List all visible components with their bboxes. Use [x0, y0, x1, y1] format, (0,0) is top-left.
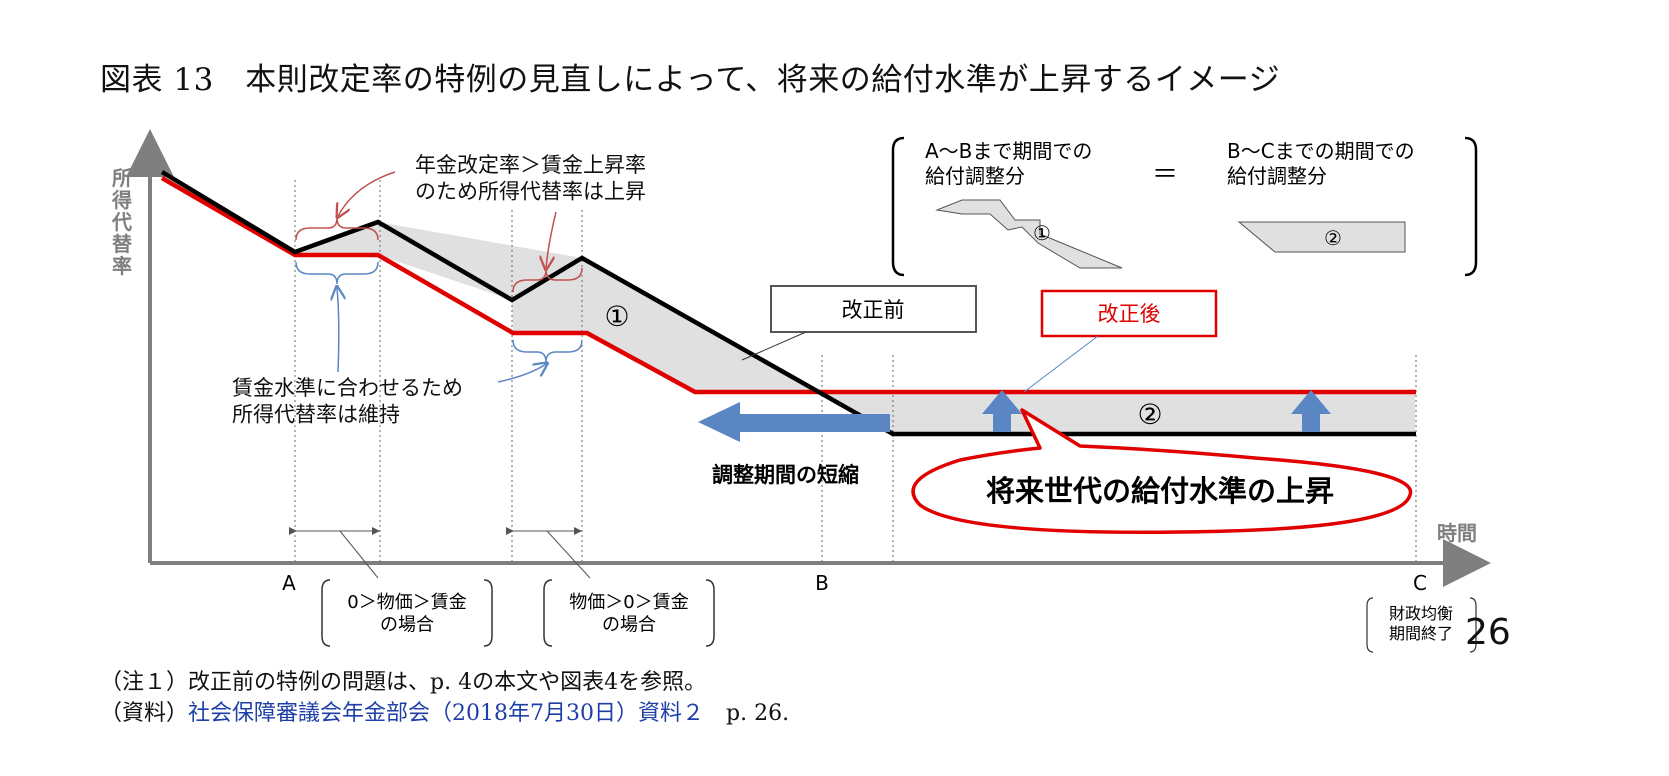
- shade-area-2: [818, 392, 1415, 434]
- figure-title: 図表 13 本則改定率の特例の見直しによって、将来の給付水準が上昇するイメージ: [100, 62, 1281, 98]
- point-a-label: A: [282, 571, 296, 595]
- rise-label: 将来世代の給付水準の上昇: [986, 474, 1334, 508]
- legend-bracket-left: [891, 136, 905, 277]
- c-note-bracket-right: [1469, 597, 1477, 653]
- brace-bottom-1: [295, 261, 379, 285]
- source-prefix: （資料）: [100, 701, 189, 726]
- shade-area-1: [295, 222, 893, 434]
- shorten-arrow-body: [740, 414, 890, 432]
- after-label-box: [1040, 289, 1218, 338]
- annotation-wage-level: 賃金水準に合わせるため所得代替率は維持: [232, 376, 463, 426]
- callout-arrow-top-2: [546, 211, 557, 268]
- up-arrow-1: [982, 390, 1022, 432]
- point-c-label: C: [1413, 571, 1427, 595]
- legend-shape-2: [1237, 221, 1406, 253]
- case-2-bracket-right: [705, 579, 715, 647]
- before-reform-line: [160, 170, 1416, 437]
- legend-marker-2: ②: [1324, 226, 1342, 250]
- area-1-marker: ①: [604, 300, 629, 333]
- notes: （注１）改正前の特例の問題は、p. 4の本文や図表4を参照。 （資料）社会保障審…: [100, 667, 789, 729]
- before-label-box: [770, 285, 977, 333]
- point-b-label: B: [815, 571, 829, 595]
- after-reform-line: [160, 176, 1416, 395]
- interval-leader-2: [546, 530, 591, 579]
- source-line: （資料）社会保障審議会年金部会（2018年7月30日）資料２ p. 26.: [100, 698, 789, 729]
- x-axis-label: 時間: [1437, 521, 1477, 545]
- interval-leader-1: [339, 530, 379, 579]
- note-1: （注１）改正前の特例の問題は、p. 4の本文や図表4を参照。: [100, 670, 707, 695]
- rise-balloon: [911, 408, 1413, 534]
- source-link[interactable]: 社会保障審議会年金部会（2018年7月30日）資料２: [188, 701, 704, 726]
- page-number: 26: [1465, 612, 1511, 653]
- before-label: 改正前: [842, 298, 905, 322]
- brace-bottom-2: [512, 339, 583, 363]
- case-1-bracket-right: [483, 579, 493, 647]
- legend-equals: ＝: [1152, 160, 1178, 190]
- before-label-leader: [741, 331, 807, 361]
- legend-marker-1: ①: [1033, 221, 1051, 245]
- up-arrow-2: [1291, 390, 1331, 432]
- legend-ab-label: A～Bまで期間での給付調整分: [925, 139, 1092, 188]
- legend-bracket-right: [1464, 136, 1478, 277]
- case-1-label: 0＞物価＞賃金の場合: [347, 592, 466, 636]
- callout-arrow-bottom-2: [497, 364, 546, 383]
- annotation-pension-rise: 年金改定率＞賃金上昇率のため所得代替率は上昇: [415, 153, 646, 203]
- c-note-bracket-left: [1366, 597, 1374, 653]
- case-2-label: 物価＞0＞賃金の場合: [569, 592, 688, 636]
- c-note-label: 財政均衡期間終了: [1389, 604, 1453, 643]
- shorten-label: 調整期間の短縮: [712, 463, 859, 487]
- case-2-bracket-left: [543, 579, 553, 647]
- y-axis-label: 所得代替率: [111, 166, 132, 278]
- case-1-bracket-left: [321, 579, 331, 647]
- after-label: 改正後: [1098, 302, 1161, 326]
- callout-arrow-top-1: [338, 171, 396, 216]
- source-suffix: p. 26.: [726, 701, 790, 726]
- callout-arrow-bottom-1: [337, 288, 339, 373]
- legend-bc-label: B～Cまでの期間での給付調整分: [1227, 139, 1415, 188]
- legend-shape-1: [935, 199, 1123, 269]
- area-2-marker: ②: [1137, 398, 1162, 431]
- after-label-leader: [1023, 335, 1099, 393]
